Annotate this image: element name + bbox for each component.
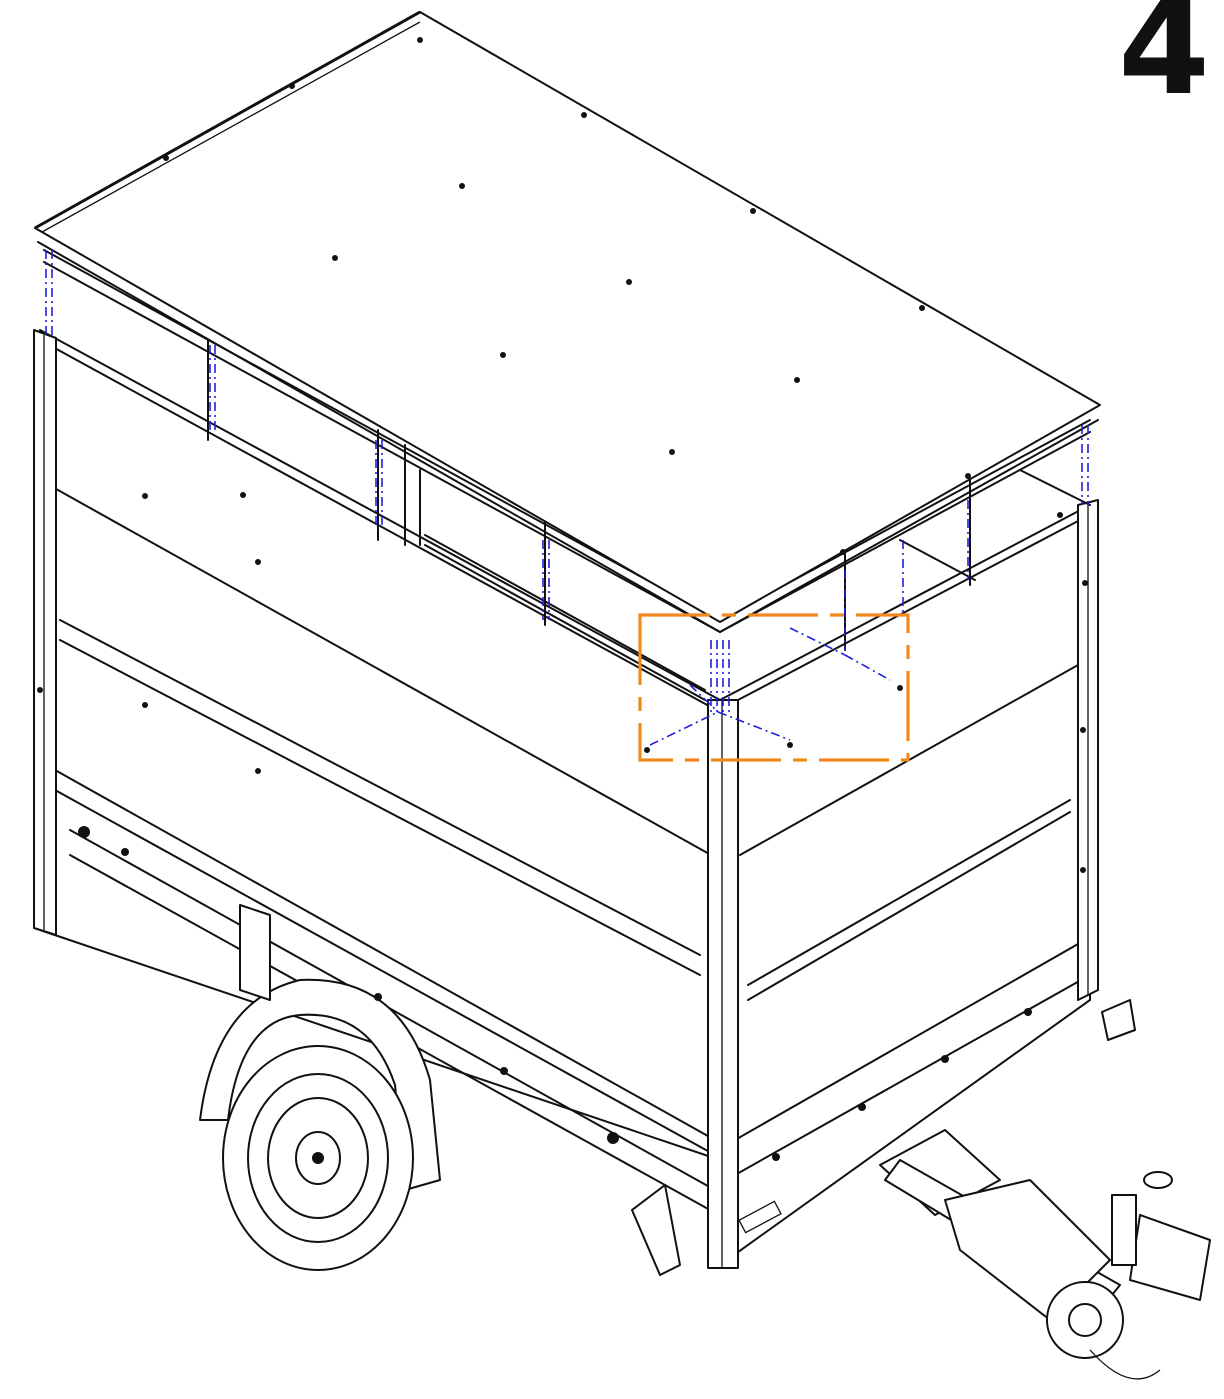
wheel bbox=[222, 1045, 414, 1271]
front-panel bbox=[707, 499, 1099, 1269]
front-stand bbox=[1101, 999, 1136, 1041]
assembly-guides bbox=[45, 250, 1089, 746]
rear-stand bbox=[631, 1184, 681, 1276]
drawbar-coupling bbox=[879, 1129, 1211, 1380]
detail-x-highlight-box bbox=[638, 613, 910, 762]
rivet-holes bbox=[37, 37, 1088, 1161]
mudguard bbox=[199, 904, 441, 1191]
step-number: 4 bbox=[1118, 0, 1210, 125]
